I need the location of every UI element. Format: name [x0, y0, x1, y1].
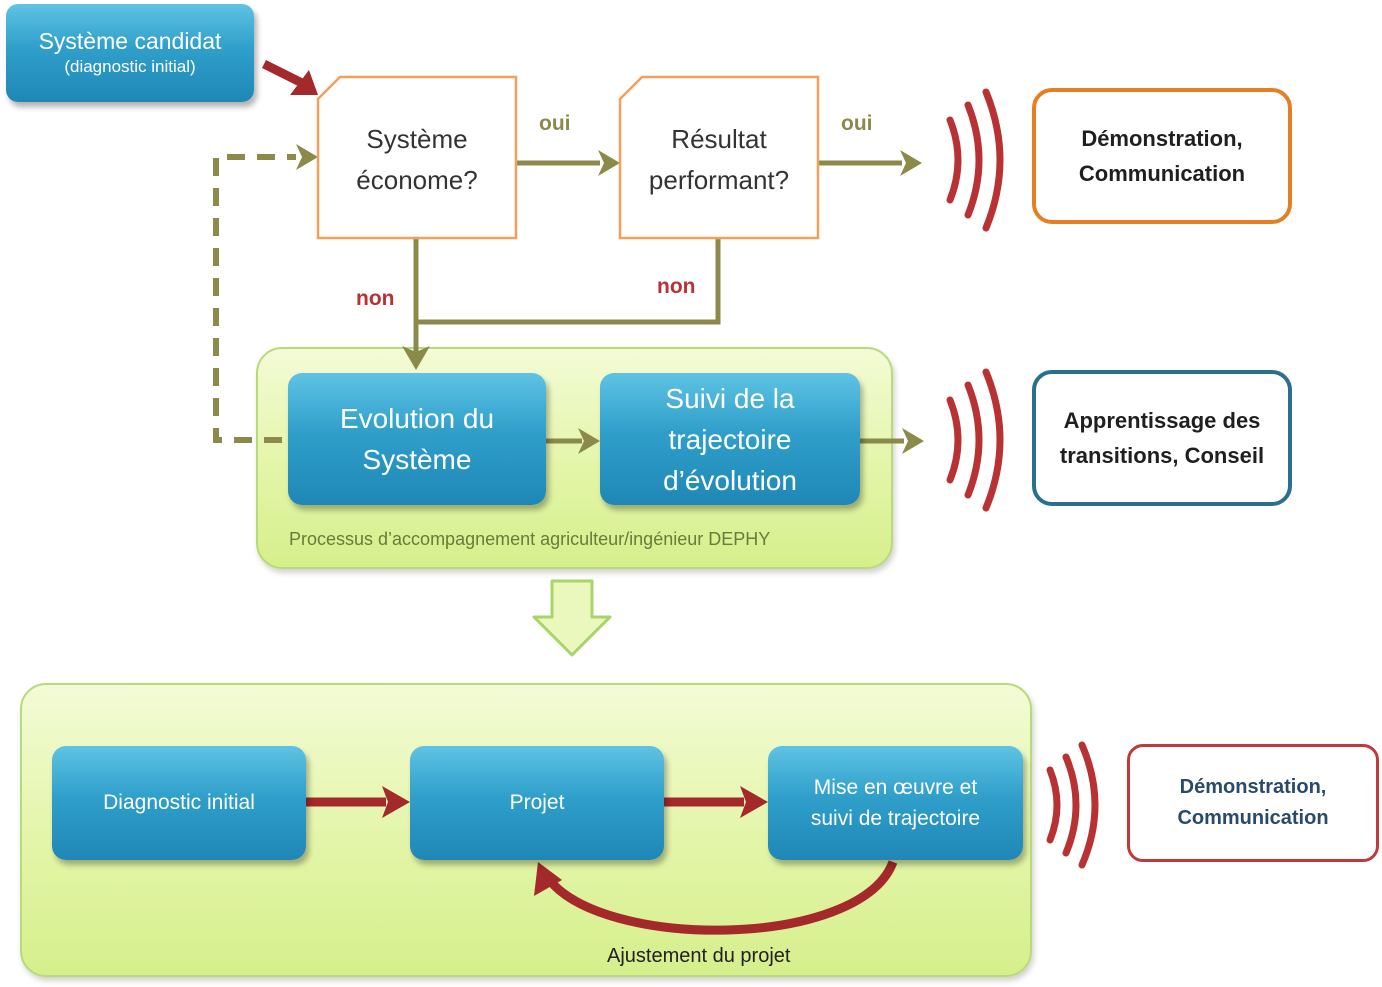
outcome2-line1: Apprentissage des [1063, 408, 1261, 433]
arrow-evolution-suivi [546, 428, 600, 454]
outcome-apprentissage: Apprentissage des transitions, Conseil [1032, 370, 1292, 506]
signal-waves-2 [946, 368, 1004, 512]
outcome-demonstration-1: Démonstration, Communication [1032, 88, 1292, 224]
non-connector [402, 238, 721, 370]
diagnostic-initial-box: Diagnostic initial [52, 746, 306, 860]
outcome1-line1: Démonstration, [1081, 126, 1243, 151]
arrow-oui-1 [516, 150, 620, 176]
decision2-line2: performant? [648, 165, 790, 195]
signal-waves-1 [946, 88, 1004, 232]
evolution-line1: Evolution du [339, 403, 495, 434]
ajustement-label: Ajustement du projet [607, 945, 791, 967]
arrow-oui-2 [818, 150, 922, 176]
decision2-line1: Résultat [671, 124, 767, 154]
process-caption: Processus d’accompagnement agriculteur/i… [289, 529, 771, 549]
projet-box: Projet [410, 746, 664, 860]
evolution-system-box: Evolution du Système [288, 373, 546, 505]
suivi-trajectoire-box: Suivi de la trajectoire d’évolution [600, 373, 860, 505]
outcome-demonstration-2: Démonstration, Communication [1127, 744, 1379, 862]
label-non-1: non [356, 287, 395, 310]
outcome1-line2: Communication [1078, 161, 1246, 186]
decision1-line2: économe? [356, 165, 478, 195]
candidate-title: Système candidat [38, 28, 222, 54]
label-non-2: non [657, 275, 696, 298]
suivi-line3: d’évolution [663, 464, 797, 496]
projet-label: Projet [509, 791, 565, 814]
decision-shape-1 [316, 75, 518, 240]
outcome2-line2: transitions, Conseil [1059, 443, 1265, 468]
adjustment-curve-arrow [534, 860, 898, 935]
feedback-dashed-loop [213, 144, 318, 443]
outcome3-line1: Démonstration, [1179, 776, 1327, 798]
mise-en-oeuvre-box: Mise en œuvre et suivi de trajectoire [768, 746, 1023, 860]
candidate-system-box: Système candidat (diagnostic initial) [6, 4, 254, 102]
arrow-diagnostic-projet [306, 786, 410, 818]
label-oui-1: oui [539, 112, 571, 135]
suivi-line2: trajectoire [668, 423, 792, 455]
arrow-projet-mise [664, 786, 768, 818]
decision1-line1: Système [366, 124, 468, 154]
mise-line1: Mise en œuvre et [813, 776, 978, 799]
candidate-arrow [261, 59, 318, 95]
outcome3-line2: Communication [1177, 807, 1329, 829]
suivi-line1: Suivi de la [665, 382, 795, 414]
diagnostic-label: Diagnostic initial [103, 791, 255, 814]
signal-waves-3 [1046, 741, 1099, 869]
mise-line2: suivi de trajectoire [810, 807, 981, 830]
decision-performant-result: Résultat performant? [620, 100, 818, 220]
candidate-subtitle: (diagnostic initial) [64, 57, 196, 76]
decision-shape-2 [618, 75, 820, 240]
decision-economic-system: Système économe? [318, 100, 516, 220]
arrow-suivi-outcome [860, 428, 924, 454]
down-transition-arrow [532, 579, 612, 657]
evolution-line2: Système [362, 444, 472, 475]
label-oui-2: oui [841, 112, 873, 135]
